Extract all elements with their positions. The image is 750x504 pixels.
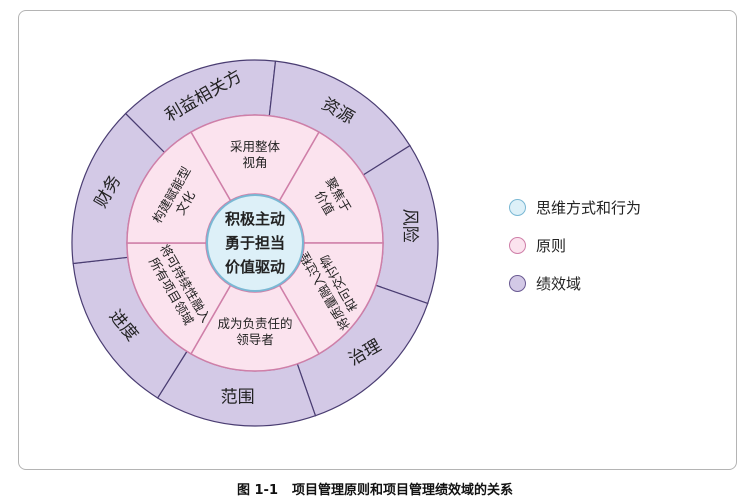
principle-label-line: 领导者 [236,332,274,347]
caption-number: 图 1-1 [236,483,278,498]
principle-label-line: 采用整体 [230,139,281,154]
center-line-3: 价值驱动 [225,258,285,276]
legend-swatch [509,274,526,292]
domain-label: 范围 [221,388,255,408]
center-circle [206,194,304,292]
legend: 思维方式和行为 原则 绩效域 [509,196,641,310]
legend-label: 绩效域 [536,274,582,293]
legend-item-domain: 绩效域 [509,272,641,294]
center-line-2: 勇于担当 [225,234,285,252]
legend-swatch [509,198,526,216]
domain-label: 风险 [400,209,420,243]
legend-swatch [509,236,526,254]
figure-caption: 图 1-1 项目管理原则和项目管理绩效域的关系 [0,479,750,498]
legend-item-principle: 原则 [509,234,641,256]
legend-item-mindset: 思维方式和行为 [509,196,641,218]
center-line-1: 积极主动 [225,210,285,228]
caption-text: 项目管理原则和项目管理绩效域的关系 [292,483,514,498]
legend-label: 原则 [536,236,567,255]
principle-ring: 采用整体视角聚焦于价值将质量融入过程和可交付物成为负责任的领导者将可持续性融入所… [126,114,384,372]
legend-label: 思维方式和行为 [536,198,642,217]
center-group: 积极主动 勇于担当 价值驱动 [206,194,304,292]
principle-label-line: 成为负责任的 [217,316,292,331]
principle-label-line: 视角 [242,155,267,170]
